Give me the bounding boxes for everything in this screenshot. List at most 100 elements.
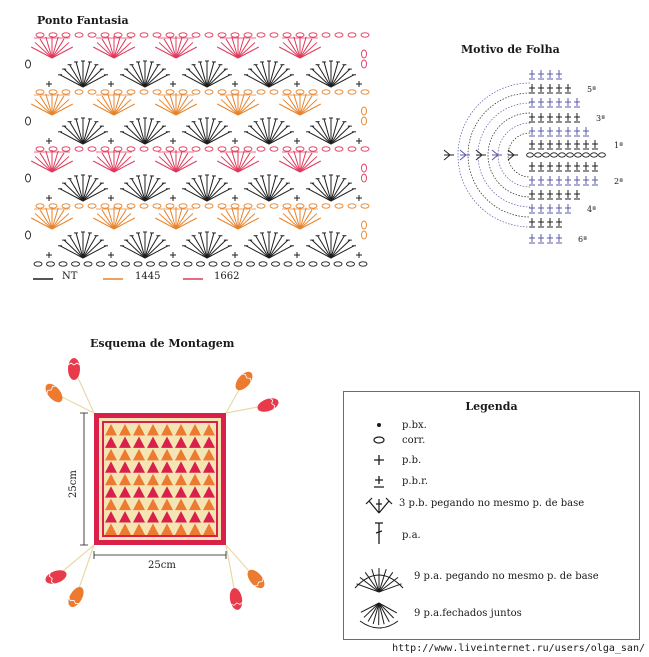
chain-stitch bbox=[230, 203, 240, 209]
chain-stitch bbox=[308, 203, 318, 209]
single-crochet bbox=[170, 81, 176, 87]
triangle-motif bbox=[133, 424, 145, 436]
row-number-label: 2ª bbox=[614, 177, 623, 186]
tip-stitch bbox=[459, 149, 470, 161]
chain-stitch bbox=[48, 146, 58, 152]
center-chain bbox=[550, 152, 558, 158]
inverted-cluster bbox=[278, 207, 322, 230]
chain-stitch bbox=[100, 89, 110, 95]
row-number-label: 6ª bbox=[578, 235, 587, 244]
legend-item-label: corr. bbox=[402, 435, 426, 446]
inverted-cluster bbox=[30, 150, 74, 173]
triangle-motif bbox=[203, 473, 215, 486]
triangle-motif bbox=[161, 511, 173, 523]
inverted-cluster bbox=[216, 93, 260, 116]
leaf-row bbox=[529, 98, 580, 108]
chain-stitch bbox=[230, 146, 240, 152]
triangle-motif bbox=[147, 486, 159, 498]
triangle-motif bbox=[161, 498, 173, 511]
chain-stitch bbox=[308, 89, 318, 95]
chain-stitch bbox=[360, 89, 370, 95]
shell-fan bbox=[306, 174, 356, 202]
single-crochet bbox=[356, 138, 362, 144]
legend-item-label: p.a. bbox=[402, 530, 421, 541]
chain-stitch bbox=[165, 32, 175, 38]
triangle-motif bbox=[119, 436, 131, 448]
chain-stitch bbox=[126, 146, 136, 152]
leaf-tassel bbox=[45, 383, 63, 403]
chain-stitch bbox=[230, 32, 240, 38]
chain-stitch bbox=[230, 89, 240, 95]
chain-stitch bbox=[321, 203, 331, 209]
chain-stitch bbox=[48, 89, 58, 95]
chain-stitch bbox=[87, 146, 97, 152]
foundation-chain bbox=[33, 261, 43, 267]
triangle-motif bbox=[105, 424, 117, 436]
chain-stitch bbox=[334, 89, 344, 95]
legend-item-label: p.b. bbox=[402, 455, 422, 466]
row-number-label: 5ª bbox=[587, 85, 596, 94]
chain-stitch bbox=[243, 89, 253, 95]
shell-fan bbox=[244, 231, 294, 259]
triangle-motif bbox=[105, 523, 117, 535]
single-crochet bbox=[108, 252, 114, 258]
chain-stitch bbox=[295, 89, 305, 95]
chain-stitch bbox=[204, 146, 214, 152]
inverted-cluster bbox=[92, 93, 136, 116]
triangle-motif bbox=[203, 424, 215, 436]
inverted-cluster bbox=[278, 93, 322, 116]
chain-stitch bbox=[269, 89, 279, 95]
chain-stitch bbox=[334, 203, 344, 209]
chain-oval-icon bbox=[373, 436, 385, 444]
leaf-row bbox=[529, 190, 580, 200]
center-chain bbox=[582, 152, 590, 158]
chain-stitch bbox=[347, 203, 357, 209]
shell-fan bbox=[120, 117, 170, 145]
assembly-diagram bbox=[45, 358, 279, 610]
chain-stitch bbox=[256, 89, 266, 95]
chart-title: Ponto Fantasia bbox=[37, 14, 129, 27]
triangle-motif bbox=[133, 461, 145, 473]
triangle-motif bbox=[175, 461, 187, 473]
triangle-motif bbox=[119, 486, 131, 498]
single-crochet bbox=[232, 81, 238, 87]
leaf-row bbox=[529, 140, 598, 150]
chain-stitch bbox=[204, 203, 214, 209]
leaf-row bbox=[529, 218, 562, 228]
chain-stitch bbox=[139, 89, 149, 95]
triangle-motif bbox=[133, 436, 145, 448]
triangle-motif bbox=[175, 424, 187, 436]
chain-stitch bbox=[126, 89, 136, 95]
shell-fan bbox=[244, 60, 294, 88]
shell-fan bbox=[58, 174, 108, 202]
chain-stitch bbox=[243, 32, 253, 38]
legend-item-label: p.b.r. bbox=[402, 476, 429, 487]
triangle-motif bbox=[147, 461, 159, 473]
triangle-motif bbox=[105, 448, 117, 461]
chain-stitch bbox=[139, 203, 149, 209]
stitch-chart bbox=[25, 32, 370, 267]
dot-icon bbox=[377, 423, 381, 427]
single-crochet bbox=[294, 252, 300, 258]
foundation-chain bbox=[121, 261, 130, 267]
triangle-motif bbox=[161, 448, 173, 461]
leaf-row bbox=[529, 234, 562, 244]
chain-stitch bbox=[165, 89, 175, 95]
foundation-chain bbox=[321, 261, 330, 267]
chain-stitch bbox=[360, 146, 370, 152]
tip-stitch bbox=[475, 149, 486, 161]
triangle-motif bbox=[189, 448, 201, 461]
chain-stitch bbox=[35, 146, 45, 152]
chain-stitch bbox=[178, 89, 188, 95]
center-chain bbox=[598, 152, 606, 158]
shell-fan bbox=[182, 174, 232, 202]
turning-chain bbox=[25, 59, 31, 69]
shell-fan bbox=[306, 60, 356, 88]
triangle-motif bbox=[175, 523, 187, 535]
triangle-motif bbox=[203, 448, 215, 461]
leaf-row bbox=[529, 113, 580, 123]
row-number-label: 4ª bbox=[587, 205, 596, 214]
leaf-tassel bbox=[257, 397, 279, 412]
chain-stitch bbox=[360, 203, 370, 209]
